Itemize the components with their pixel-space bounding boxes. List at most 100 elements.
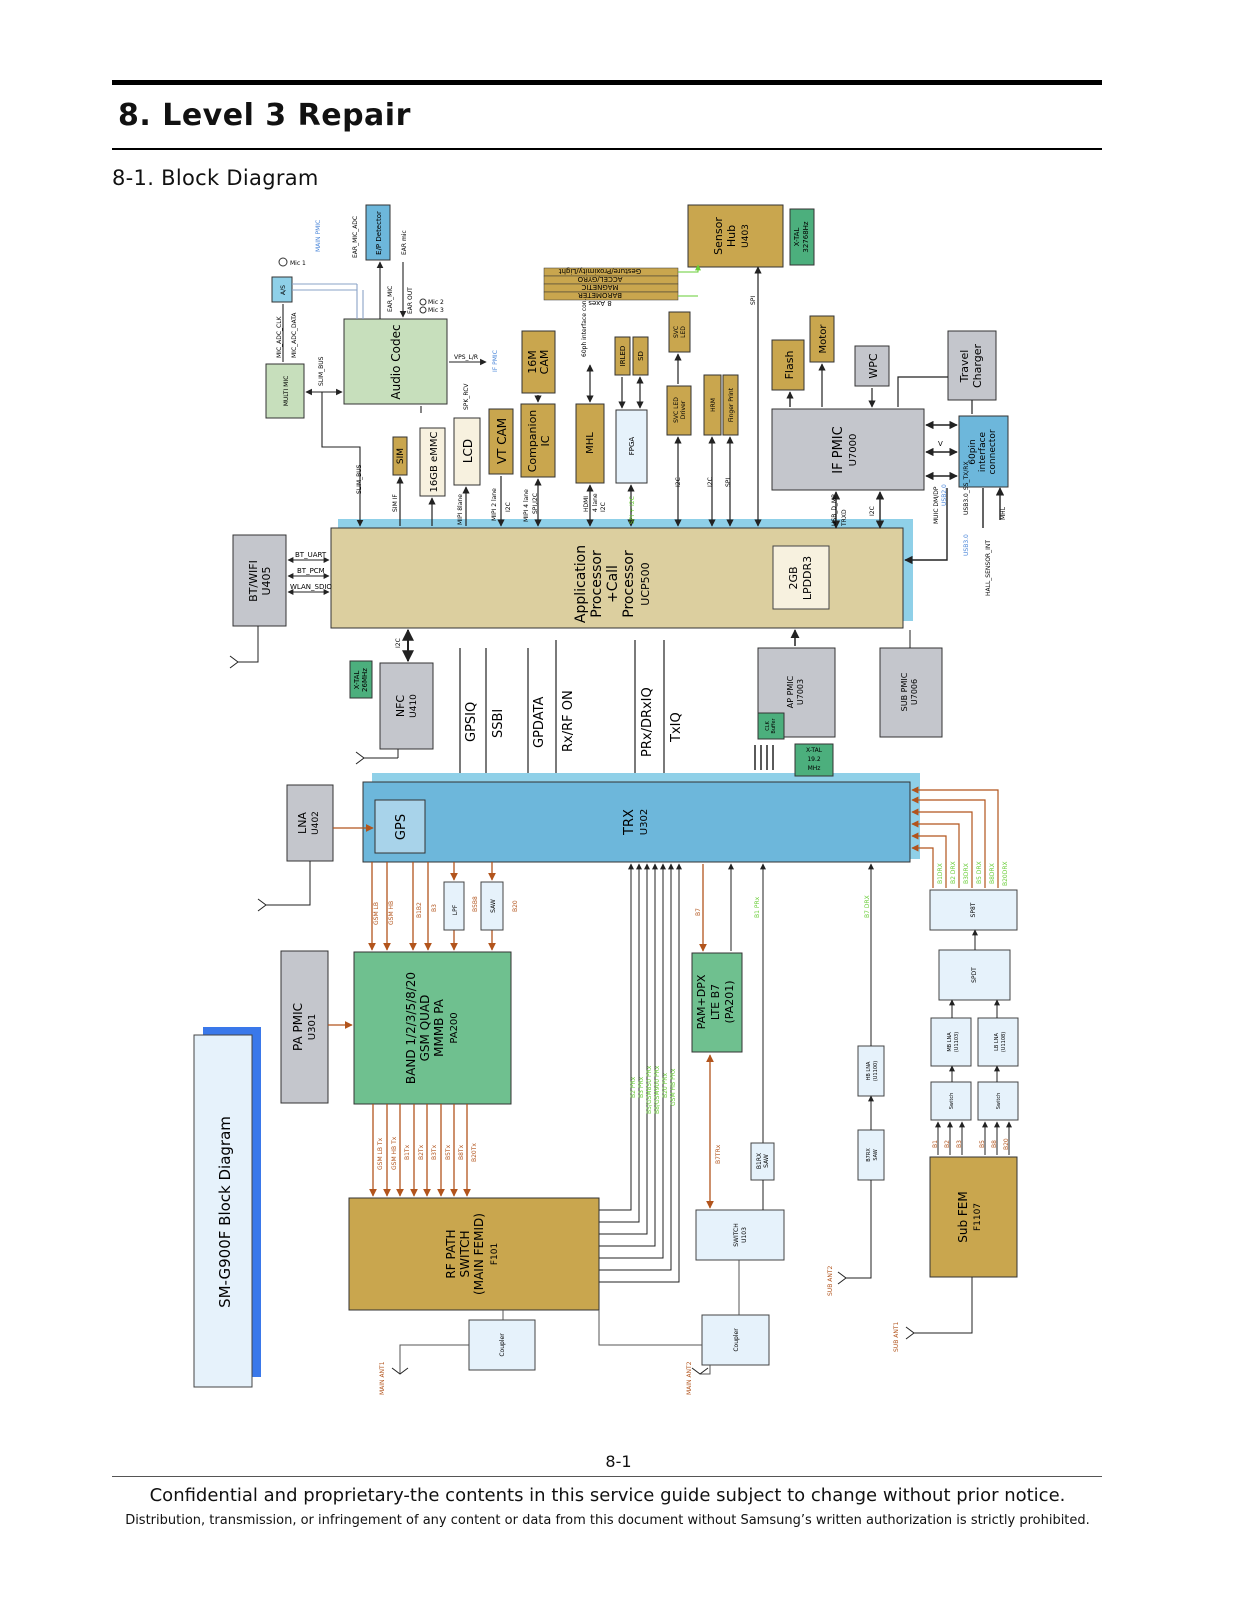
svg-text:I2C: I2C — [707, 477, 714, 487]
svg-text:B3: B3 — [956, 1140, 963, 1148]
svg-text:MUIC DM/DP: MUIC DM/DP — [933, 486, 940, 524]
pa-pmic-label: PA PMIC U301 — [291, 1003, 318, 1051]
footer-distribution: Distribution, transmission, or infringem… — [125, 1513, 1090, 1528]
ap-pmic-label: AP PMIC U7003 — [786, 675, 805, 708]
svg-text:MB LNA: MB LNA — [947, 1032, 953, 1052]
svg-text:U403: U403 — [741, 224, 751, 248]
svg-text:B8DRX: B8DRX — [989, 863, 996, 884]
svg-text:SP8T: SP8T — [970, 902, 977, 917]
page-title: 8. Level 3 Repair — [118, 98, 411, 133]
trx-label: TRX U302 — [622, 809, 650, 836]
svg-text:LCD: LCD — [461, 439, 475, 463]
svg-text:MIPI 4 lane: MIPI 4 lane — [523, 489, 530, 522]
svg-text:B5/GSM850 PRx: B5/GSM850 PRx — [646, 1065, 653, 1114]
svg-text:I2C: I2C — [675, 477, 682, 487]
svg-text:B5Tx: B5Tx — [445, 1144, 452, 1160]
svg-text:U402: U402 — [311, 811, 321, 835]
block-diagram: SM-G900F Block Diagram Application Proce… — [193, 204, 1019, 1395]
gps-label: GPS — [394, 814, 409, 840]
nfc-block — [379, 662, 434, 750]
svg-text:B20 PRx: B20 PRx — [662, 1073, 669, 1098]
svg-text:Audio Codec: Audio Codec — [389, 324, 403, 399]
svg-text:Sensor: Sensor — [712, 217, 725, 255]
svg-text:IC: IC — [539, 435, 552, 446]
svg-text:Application: Application — [573, 545, 589, 623]
hrm-block — [703, 374, 722, 436]
svg-text:B20: B20 — [1003, 1138, 1010, 1150]
svg-text:Finger Print: Finger Print — [728, 387, 735, 422]
flash-block — [771, 339, 805, 391]
pa-pmic-block — [280, 950, 329, 1104]
svg-text:MHL: MHL — [585, 432, 596, 454]
svg-text:FPGA: FPGA — [628, 437, 636, 456]
footer-rule — [112, 1476, 1102, 1477]
svg-text:RF PATH: RF PATH — [444, 1229, 458, 1278]
svg-text:X-TAL: X-TAL — [806, 747, 823, 754]
svg-text:B1DRX: B1DRX — [937, 863, 944, 884]
nfc-label: NFC U410 — [394, 694, 419, 718]
fpga-block — [615, 409, 648, 484]
ap-label: Application Processor +Call Processor UC… — [573, 545, 652, 623]
svg-text:A/S: A/S — [280, 285, 287, 295]
svg-text:SAW: SAW — [873, 1149, 879, 1160]
svg-text:UCP500: UCP500 — [639, 562, 652, 605]
svg-text:PRx/DRxIQ: PRx/DRxIQ — [640, 687, 655, 757]
svg-text:SAW: SAW — [490, 899, 497, 913]
pam-dpx-label: PAM+DPX LTE B7 (PA201) — [695, 974, 736, 1029]
svg-text:U7000: U7000 — [848, 434, 859, 467]
sub-band-labels: B1 B2 B3 B5 B8 B20 — [932, 1138, 1010, 1150]
svg-text:B2: B2 — [944, 1140, 951, 1148]
finger-print-block — [722, 374, 739, 436]
svg-text:Mic 1: Mic 1 — [290, 260, 306, 267]
sensor-hub-label: Sensor Hub U403 — [712, 217, 751, 255]
svg-text:CLK: CLK — [765, 721, 771, 731]
svg-text:Processor: Processor — [589, 550, 605, 618]
svg-text:MIC_ADC_CLK: MIC_ADC_CLK — [276, 315, 283, 358]
svg-text:B20DRX: B20DRX — [1002, 861, 1009, 886]
svg-text:26MHz: 26MHz — [361, 668, 369, 692]
svg-text:B7TRx: B7TRx — [715, 1144, 722, 1164]
multimic-block — [265, 363, 305, 419]
vtcam-block — [488, 408, 514, 475]
xtal-pmic-label: X-TAL 19.2 MHz — [806, 747, 823, 772]
svg-text:AP PMIC: AP PMIC — [786, 675, 795, 708]
sd-block — [632, 336, 649, 376]
svg-text:+Call: +Call — [605, 565, 621, 603]
travel-charger-block — [947, 330, 997, 401]
svg-text:SPI + I2C: SPI + I2C — [629, 496, 636, 524]
svg-text:B20Tx: B20Tx — [471, 1143, 478, 1162]
svg-text:Companion: Companion — [526, 410, 539, 473]
svg-text:SIM IF: SIM IF — [392, 494, 399, 512]
svg-text:Motor: Motor — [818, 324, 829, 354]
tx-output-labels: GSM LB Tx GSM HB Tx B1Tx B2Tx B3Tx B5Tx … — [377, 1136, 478, 1170]
svg-text:(U1103): (U1103) — [954, 1032, 960, 1052]
svg-text:GSM HB: GSM HB — [388, 901, 395, 925]
mhl-block — [575, 403, 605, 484]
sub-fem-label: Sub FEM F1107 — [956, 1191, 983, 1243]
xtal-nfc-label: X-TAL 26MHz — [353, 668, 369, 692]
svg-text:MAGNETIC: MAGNETIC — [581, 283, 618, 291]
if-pmic-block — [771, 408, 925, 491]
svg-text:LED: LED — [680, 326, 687, 338]
svg-text:SD: SD — [637, 351, 645, 361]
svg-text:LB LNA: LB LNA — [994, 1033, 1000, 1051]
svg-text:B20: B20 — [512, 900, 519, 912]
svg-text:I2C: I2C — [395, 638, 402, 648]
svg-text:(U1108): (U1108) — [1001, 1032, 1007, 1052]
pa-block — [353, 951, 512, 1105]
svg-text:SPI: SPI — [750, 296, 757, 305]
lna-label: LNA U402 — [296, 811, 321, 835]
svg-text:B1Tx: B1Tx — [404, 1144, 411, 1160]
svg-text:PA PMIC: PA PMIC — [291, 1003, 305, 1051]
svg-text:Coupler: Coupler — [499, 1333, 506, 1357]
svg-text:B1RX: B1RX — [756, 1153, 763, 1169]
svg-text:Processor: Processor — [621, 550, 637, 618]
svg-text:MIPI 8lane: MIPI 8lane — [457, 494, 464, 525]
svg-text:BT_PCM: BT_PCM — [297, 567, 325, 575]
svg-text:B2 DRX: B2 DRX — [950, 861, 957, 884]
xtal-nfc-block — [349, 660, 373, 699]
svg-text:BAROMETER: BAROMETER — [578, 291, 622, 299]
svg-text:Rx/RF ON: Rx/RF ON — [561, 690, 576, 752]
svg-text:Mic 2: Mic 2 — [428, 299, 444, 306]
wpc-block — [854, 345, 890, 387]
